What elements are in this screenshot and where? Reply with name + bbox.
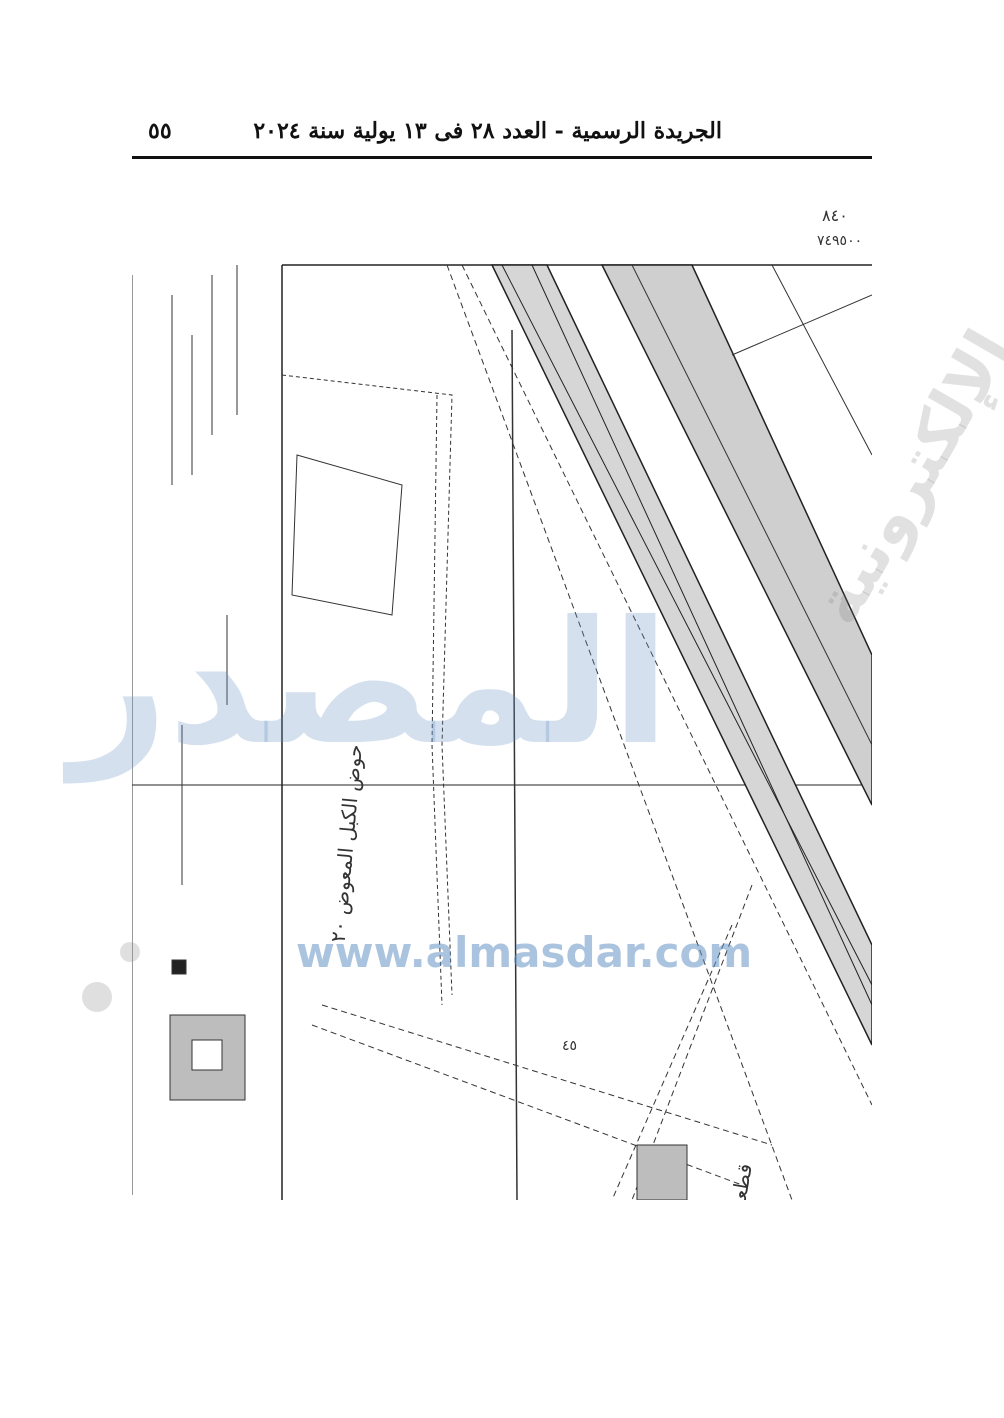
legend-block [132,265,688,1200]
header-rule [132,156,872,159]
gazette-title: الجريدة الرسمية - العدد ٢٨ فى ١٣ يولية س… [253,118,722,144]
cadastral-map: ٨٤٠ ٧٤٩٥٠٠ حوض الكبل المعوض ٢٠ قطعة ٢٩ (… [132,185,872,1200]
map-scale-denominator: ٧٤٩٥٠٠ [817,233,862,249]
river-hatched-band [600,264,872,806]
map-scale-numerator: ٨٤٠ [822,206,848,225]
watermark-logo-text: المصدر [70,585,670,783]
watermark-url: www.almasdar.com [296,928,753,977]
watermark-dot [82,982,112,1012]
watermark-dot [120,942,140,962]
canal-hatched-band [490,264,872,1046]
map-small-label: ٤٥ [562,1038,577,1054]
map-scan: ٨٤٠ ٧٤٩٥٠٠ حوض الكبل المعوض ٢٠ قطعة ٢٩ (… [132,185,872,1200]
page-number: ٥٥ [148,118,172,144]
page-header: ٥٥ الجريدة الرسمية - العدد ٢٨ فى ١٣ يولي… [132,112,872,156]
